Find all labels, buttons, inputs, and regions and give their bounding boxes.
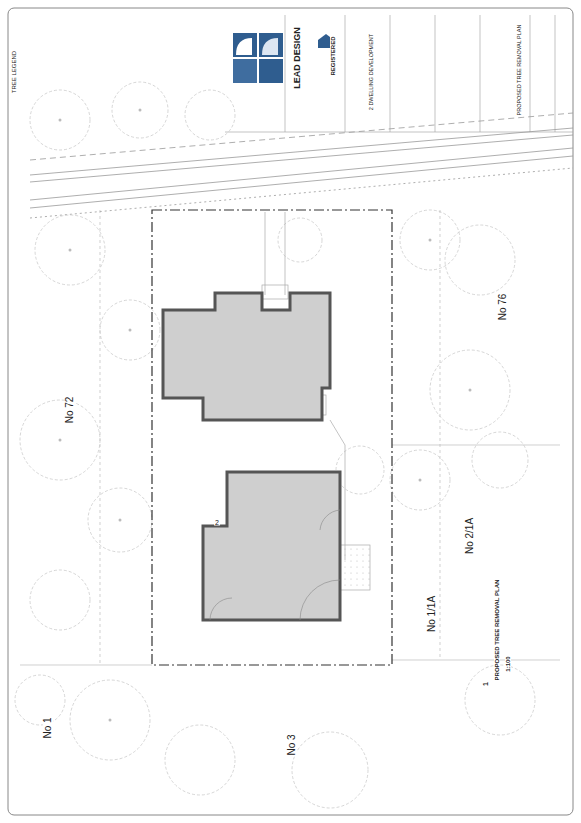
label-text: PROPOSED TREE REMOVAL PLAN (494, 579, 500, 682)
label-text: REGISTERED (330, 35, 336, 76)
road-lines (30, 113, 573, 218)
title-block (225, 15, 573, 132)
label-text: No 3 (287, 733, 297, 756)
label-text: TREE LEGEND (11, 50, 17, 94)
label-text: 1:100 (505, 655, 511, 672)
label-text: No 72 (65, 396, 75, 425)
dwelling-number: 2 (214, 519, 220, 526)
dwelling-footprint (163, 293, 330, 420)
label-text: No 1 (43, 716, 53, 739)
label-text: 2 (214, 519, 220, 526)
neighbour-label: No 1 (43, 716, 53, 739)
label-text: LEAD DESIGN (293, 26, 302, 90)
legend-heading: TREE LEGEND (11, 50, 17, 94)
neighbour-label: No 1/1A (427, 595, 437, 633)
view-scale: 1:100 (505, 655, 511, 672)
label-text: No 2/1A (465, 517, 475, 555)
neighbour-label: No 2/1A (465, 517, 475, 555)
label-text: PROPOSED TREE REMOVAL PLAN (517, 24, 523, 117)
neighbour-label: No 3 (287, 733, 297, 756)
tree-trunks (59, 109, 472, 722)
company-logo (233, 33, 283, 83)
label-text: 2 DWELLING DEVELOPMENT (369, 33, 375, 111)
neighbour-fences (20, 210, 560, 665)
label-text: No 76 (498, 293, 508, 322)
site-boundary (152, 210, 392, 665)
door-swings (210, 510, 340, 620)
neighbour-label: No 72 (65, 396, 75, 425)
company-name: LEAD DESIGN (293, 26, 302, 90)
label-text: 1 (482, 681, 489, 687)
label-text: No 1/1A (427, 595, 437, 633)
view-title: PROPOSED TREE REMOVAL PLAN (494, 579, 500, 682)
neighbour-label: No 76 (498, 293, 508, 322)
view-number: 1 (482, 681, 489, 687)
drawing-name: PROPOSED TREE REMOVAL PLAN (517, 24, 523, 117)
project-name: 2 DWELLING DEVELOPMENT (369, 33, 375, 111)
tree-canopies (15, 82, 535, 808)
dwelling-footprint (203, 472, 340, 620)
registration-mark: REGISTERED (330, 35, 336, 76)
sheet-frame (8, 8, 573, 815)
